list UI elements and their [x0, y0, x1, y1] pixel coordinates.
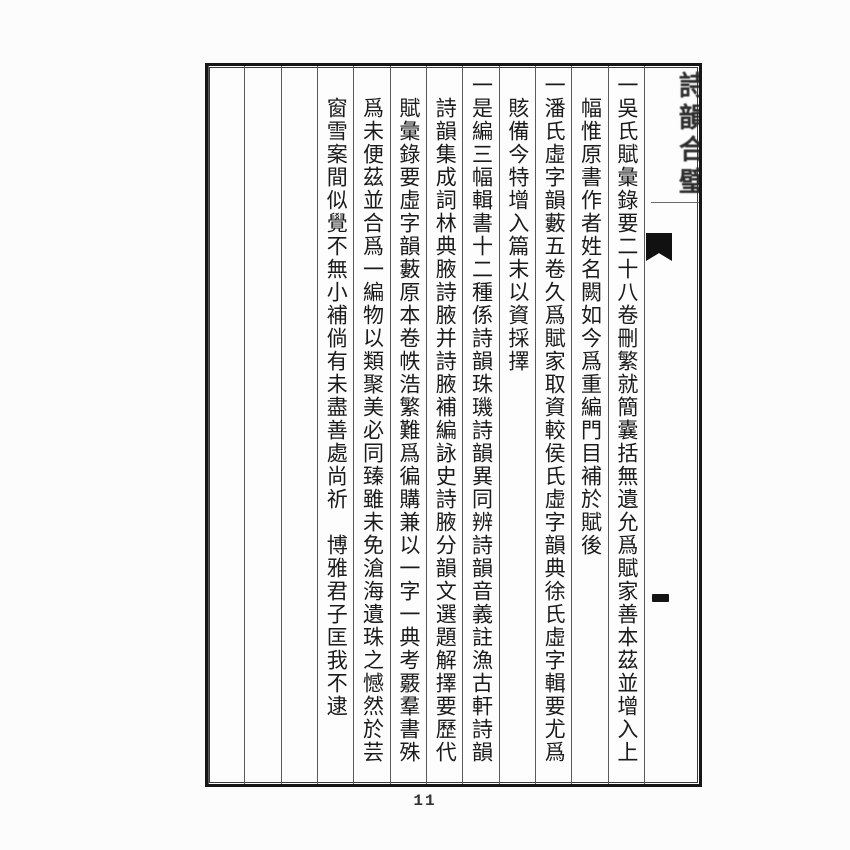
column-text: 一潘氏虛字韻藪五卷久爲賦家取資較侯氏虛字韻典徐氏虛字輯要尤爲	[542, 74, 567, 764]
column-text: 一吳氏賦彙錄要二十八卷刪繁就簡囊括無遺允爲賦家善本茲並增入上	[614, 74, 639, 764]
banxin-spine-strip: 詩韻合璧	[644, 66, 699, 784]
empty-column	[208, 66, 244, 784]
text-column: 詩韻集成詞林典腋詩腋并詩腋補編詠史詩腋分韻文選題解擇要歷代	[426, 66, 462, 784]
column-text: 窗雪案間似覺不無小補倘有未盡善處尚祈 博雅君子匡我不逮	[324, 97, 349, 718]
banxin-divider-line	[651, 202, 699, 203]
empty-column	[244, 66, 280, 784]
text-column: 一是編三幅輯書十二種係詩韻珠璣詩韻異同辨詩韻音義註漁古軒詩韻	[462, 66, 498, 784]
column-text: 賅備今特增入篇末以資採擇	[505, 97, 530, 373]
book-title: 詩韻合璧	[675, 71, 699, 199]
text-column: 窗雪案間似覺不無小補倘有未盡善處尚祈 博雅君子匡我不逮	[317, 66, 353, 784]
text-area: 一吳氏賦彙錄要二十八卷刪繁就簡囊括無遺允爲賦家善本茲並增入上 幅惟原書作者姓名闕…	[208, 66, 644, 784]
column-text: 詩韻集成詞林典腋詩腋并詩腋補編詠史詩腋分韻文選題解擇要歷代	[433, 97, 458, 764]
text-column: 賦彙錄要虛字韻藪原本卷帙浩繁難爲徧購兼以一字一典考覈羣書殊	[389, 66, 426, 784]
empty-column	[280, 66, 317, 784]
volume-marker	[652, 594, 669, 602]
page-number: 11	[413, 792, 437, 810]
column-text: 賦彙錄要虛字韻藪原本卷帙浩繁難爲徧購兼以一字一典考覈羣書殊	[396, 97, 421, 764]
column-text: 一是編三幅輯書十二種係詩韻珠璣詩韻異同辨詩韻音義註漁古軒詩韻	[469, 74, 494, 764]
printed-page-frame: 一吳氏賦彙錄要二十八卷刪繁就簡囊括無遺允爲賦家善本茲並增入上 幅惟原書作者姓名闕…	[205, 63, 702, 787]
fishtail-mark-icon	[646, 233, 672, 261]
column-text: 爲未便茲並合爲一編物以類聚美必同臻雖未免滄海遺珠之憾然於芸	[360, 97, 385, 764]
text-column: 一潘氏虛字韻藪五卷久爲賦家取資較侯氏虛字韻典徐氏虛字輯要尤爲	[535, 66, 571, 784]
text-column: 一吳氏賦彙錄要二十八卷刪繁就簡囊括無遺允爲賦家善本茲並增入上	[607, 66, 644, 784]
text-column: 爲未便茲並合爲一編物以類聚美必同臻雖未免滄海遺珠之憾然於芸	[353, 66, 389, 784]
text-column: 賅備今特增入篇末以資採擇	[498, 66, 535, 784]
column-text: 幅惟原書作者姓名闕如今爲重編門目補於賦後	[578, 97, 603, 557]
text-column: 幅惟原書作者姓名闕如今爲重編門目補於賦後	[571, 66, 607, 784]
